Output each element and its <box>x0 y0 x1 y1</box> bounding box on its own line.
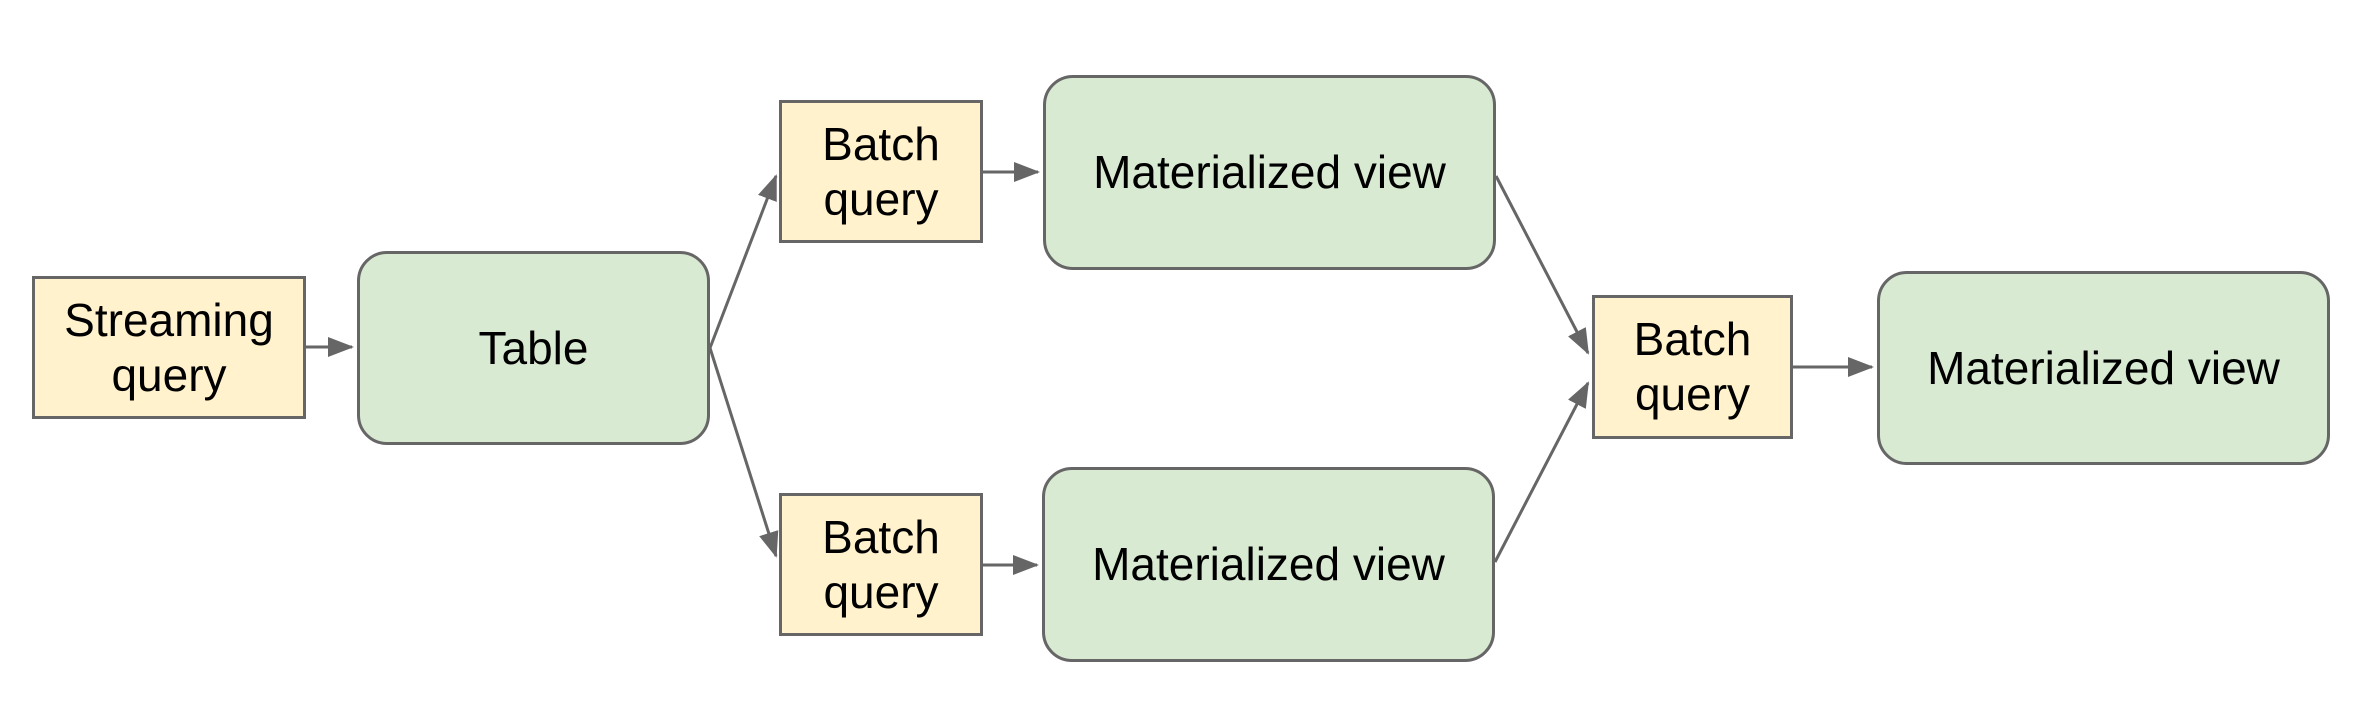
node-label: Batch query <box>822 117 940 225</box>
node-label: Table <box>478 321 589 374</box>
node-batch-query-bottom: Batch query <box>779 493 983 636</box>
edge-table-to-batch-query-bottom <box>708 347 779 558</box>
edge-mv-bottom-to-batch-query-final <box>1493 381 1590 563</box>
node-label: Batch query <box>1633 313 1752 420</box>
node-materialized-view-top: Materialized view <box>1043 75 1496 270</box>
node-label: Materialized view <box>1093 146 1446 198</box>
node-batch-query-final: Batch query <box>1592 295 1793 439</box>
node-label: Batch query <box>822 510 940 618</box>
node-batch-query-top: Batch query <box>779 100 983 243</box>
node-label: Materialized view <box>1092 538 1445 590</box>
node-streaming-query: Streaming query <box>32 276 306 419</box>
node-table: Table <box>357 251 710 445</box>
node-label: Streaming query <box>64 293 274 401</box>
edge-mv-top-to-batch-query-final <box>1494 175 1590 355</box>
node-materialized-view-final: Materialized view <box>1877 271 2330 465</box>
node-label: Materialized view <box>1927 341 2280 394</box>
edge-table-to-batch-query-top <box>708 174 778 349</box>
node-materialized-view-bottom: Materialized view <box>1042 467 1495 662</box>
